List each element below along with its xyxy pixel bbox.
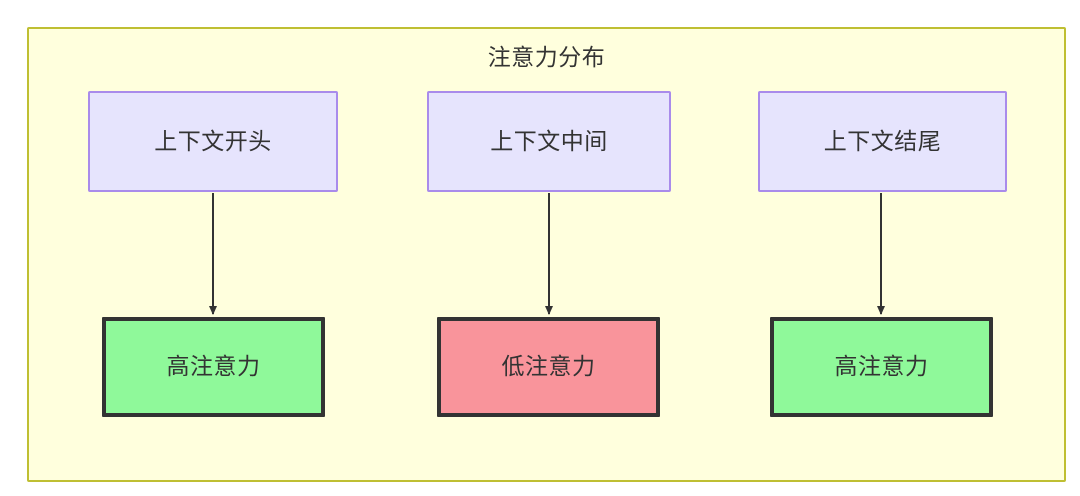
node-label: 上下文中间 <box>490 127 608 154</box>
node-label: 低注意力 <box>501 353 596 380</box>
node-high-attention-start[interactable]: 高注意力 <box>102 317 325 417</box>
node-context-middle[interactable]: 上下文中间 <box>427 91 671 192</box>
node-low-attention-middle[interactable]: 低注意力 <box>437 317 660 417</box>
node-high-attention-end[interactable]: 高注意力 <box>770 317 993 417</box>
node-label: 上下文开头 <box>154 127 272 154</box>
node-label: 上下文结尾 <box>823 127 942 154</box>
node-label: 高注意力 <box>834 353 929 380</box>
node-label: 高注意力 <box>166 353 261 380</box>
node-context-start[interactable]: 上下文开头 <box>88 91 338 192</box>
node-context-end[interactable]: 上下文结尾 <box>758 91 1007 192</box>
subgraph-title: 注意力分布 <box>487 44 606 70</box>
